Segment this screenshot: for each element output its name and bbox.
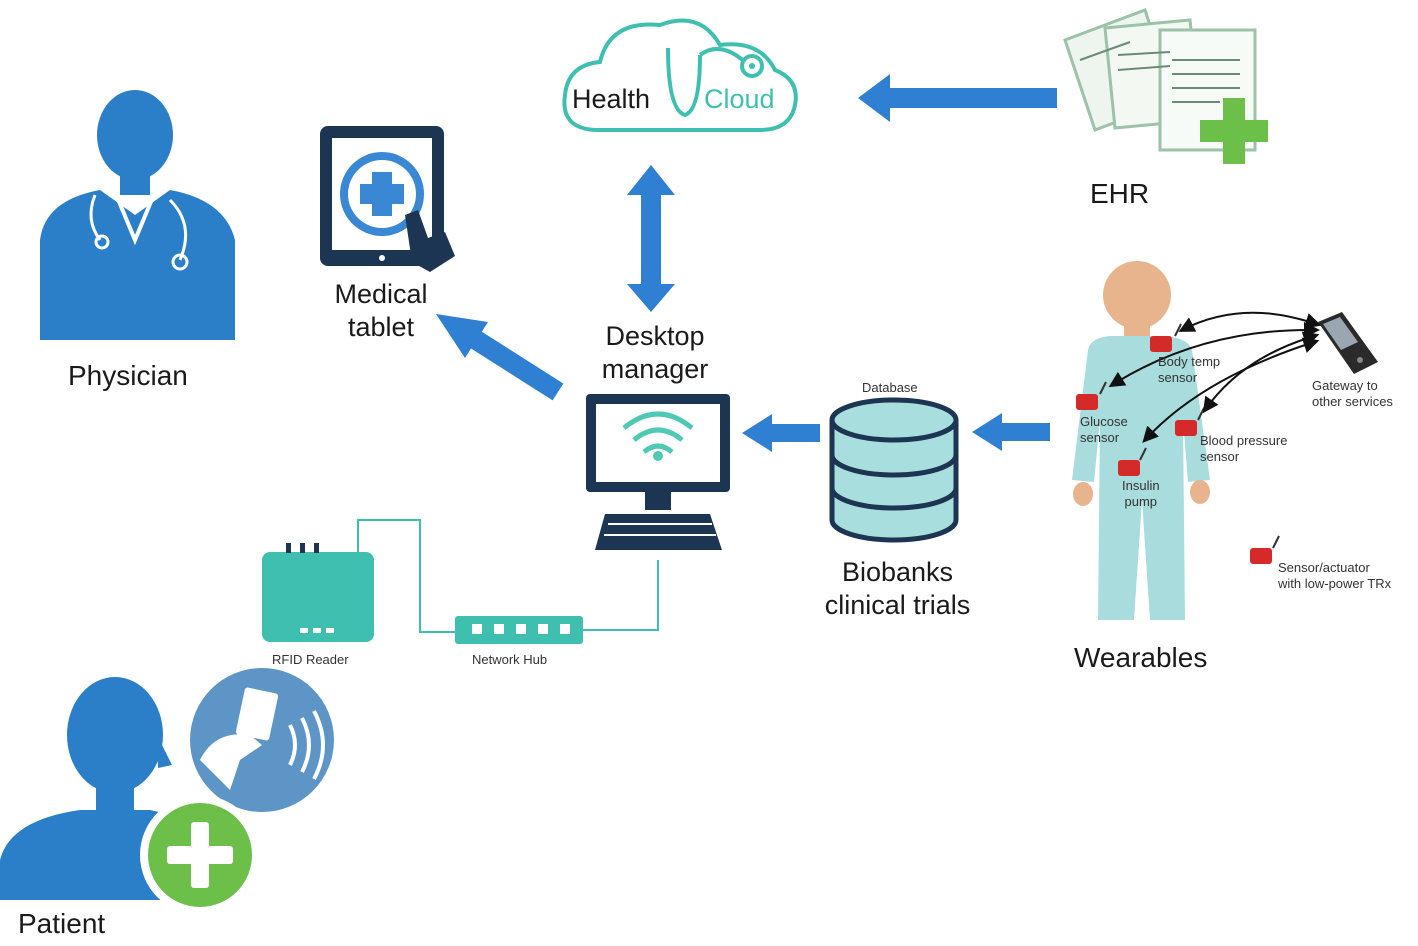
health-cloud-label-health: Health <box>572 84 651 114</box>
rfid-reader-icon <box>262 543 374 642</box>
blood-pressure-line1: Blood pressure <box>1200 433 1288 448</box>
rfid-network-connectors <box>357 519 659 633</box>
biobanks-label-line1: Biobanks <box>841 557 954 587</box>
desktop-manager-label: Desktop manager <box>580 320 730 386</box>
database-icon <box>829 397 959 543</box>
insulin-pump-sensor <box>1118 447 1147 476</box>
glucose-line2: sensor <box>1080 430 1120 445</box>
blood-pressure-line2: sensor <box>1200 449 1240 464</box>
arrow-wearables-to-database <box>972 413 1050 451</box>
database-label: Database <box>862 380 918 395</box>
arrow-desktop-to-tablet <box>436 314 564 401</box>
sensor-legend-label: Sensor/actuator with low-power TRx <box>1278 560 1391 592</box>
network-hub-label: Network Hub <box>472 652 548 667</box>
biobanks-label-line2: clinical trials <box>824 590 971 620</box>
gateway-label: Gateway to other services <box>1312 378 1393 410</box>
ehr-label: EHR <box>1090 178 1150 209</box>
gateway-phone-icon <box>1318 312 1378 374</box>
medical-tablet-label-line1: Medical <box>334 279 428 309</box>
patient-label: Patient <box>18 908 106 939</box>
desktop-manager-label-line2: manager <box>601 354 709 384</box>
desktop-manager-label-line1: Desktop <box>605 321 705 351</box>
gateway-line2: other services <box>1312 394 1393 409</box>
blood-pressure-sensor-label: Blood pressure sensor <box>1200 433 1287 465</box>
gateway-sensor-links <box>1108 311 1322 443</box>
gateway-line1: Gateway to <box>1312 378 1378 393</box>
health-cloud-label-cloud: Cloud <box>704 84 775 114</box>
glucose-sensor <box>1076 381 1107 410</box>
insulin-pump-label: Insulin pump <box>1122 478 1160 510</box>
body-temp-line1: Body temp <box>1158 354 1221 369</box>
ehr-documents-icon <box>1063 8 1268 164</box>
rfid-card-icon <box>190 668 334 812</box>
desktop-monitor-icon <box>586 394 730 550</box>
biobanks-label: Biobanks clinical trials <box>800 556 995 622</box>
body-temp-sensor-label: Body temp sensor <box>1158 354 1220 386</box>
arrow-ehr-to-cloud <box>858 74 1057 122</box>
medical-tablet-icon <box>320 126 455 272</box>
glucose-sensor-label: Glucose sensor <box>1080 414 1128 446</box>
insulin-line1: Insulin <box>1122 478 1160 493</box>
physician-icon <box>40 90 235 340</box>
body-temp-line2: sensor <box>1158 370 1198 385</box>
rfid-reader-label: RFID Reader <box>272 652 349 667</box>
health-cloud-icon <box>562 18 798 132</box>
glucose-line1: Glucose <box>1080 414 1128 429</box>
legend-line2: with low-power TRx <box>1278 576 1392 591</box>
legend-line1: Sensor/actuator <box>1278 560 1370 575</box>
insulin-line2: pump <box>1124 494 1158 509</box>
medical-tablet-label: Medical tablet <box>318 278 444 344</box>
plus-badge-icon <box>140 795 260 915</box>
medical-tablet-label-line2: tablet <box>347 312 415 342</box>
arrow-database-to-desktop <box>742 414 820 452</box>
network-hub-icon <box>455 616 583 644</box>
arrow-cloud-desktop-bidirectional <box>627 165 675 312</box>
wearables-label: Wearables <box>1074 642 1208 673</box>
physician-label: Physician <box>68 360 188 391</box>
legend-sensor-icon <box>1250 535 1280 564</box>
